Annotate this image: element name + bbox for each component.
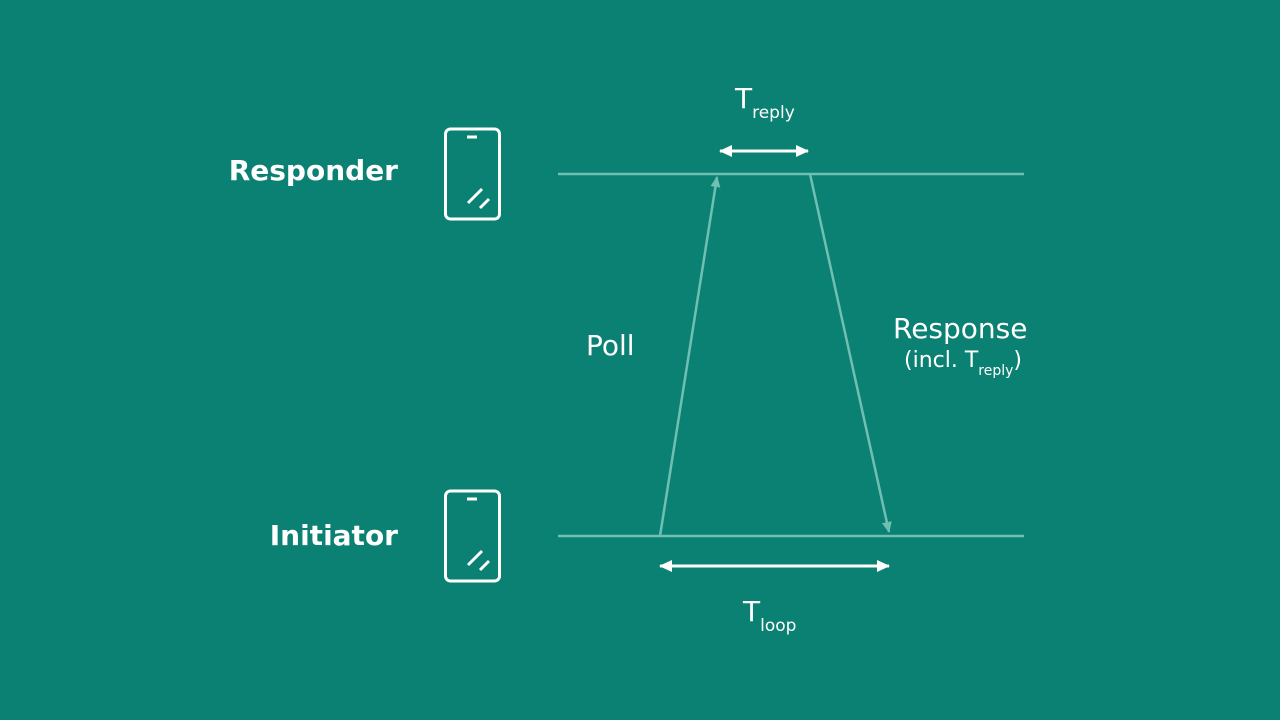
t-loop-subscript: loop: [760, 616, 797, 636]
response-detail-suffix: ): [1013, 348, 1023, 373]
response-detail-symbol: T: [964, 348, 979, 373]
responder-label: Responder: [228, 154, 398, 187]
response-detail-subscript: reply: [978, 363, 1014, 379]
smartphone-icon: [444, 489, 501, 583]
t-reply-label: Treply: [735, 82, 795, 122]
t-loop-label: Tloop: [743, 595, 796, 635]
t-reply-subscript: reply: [752, 103, 795, 123]
response-label: Response: [893, 312, 1028, 345]
initiator-label: Initiator: [269, 519, 398, 552]
response-detail: (incl. Treply): [904, 348, 1023, 379]
poll-label: Poll: [586, 329, 635, 362]
t-reply-symbol: T: [735, 82, 753, 115]
response-detail-prefix: (incl.: [904, 348, 965, 373]
poll-arrow: [658, 176, 721, 537]
response-arrow: [808, 173, 892, 533]
smartphone-icon: [444, 127, 501, 221]
t-loop-symbol: T: [743, 595, 761, 628]
